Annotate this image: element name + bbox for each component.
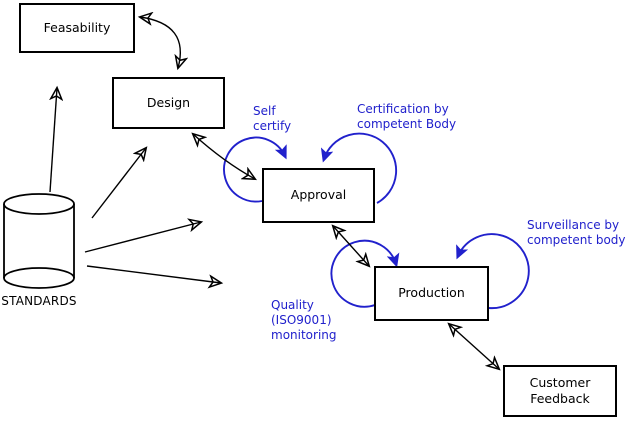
node-design: Design: [112, 77, 225, 129]
node-feasability: Feasability: [19, 3, 135, 53]
arrow-standards-to-approval: [84, 222, 201, 253]
node-customer-feedback: Customer Feedback: [503, 365, 617, 417]
arrow-standards-to-feasability: [50, 88, 57, 193]
standards-label: STANDARDS: [1, 294, 77, 308]
loop-surveillance-by-competent-body: [458, 233, 530, 309]
arrow-production-customer-feedback: [449, 324, 499, 369]
arrow-feasability-design: [140, 17, 180, 68]
annotation-self-certify: Self certify: [253, 104, 292, 133]
loop-certification-by-competent-body: [324, 132, 398, 204]
node-production: Production: [374, 266, 489, 321]
arrow-standards-to-production: [86, 265, 221, 283]
arrow-standards-to-design: [91, 148, 146, 219]
standards-cylinder: [3, 193, 75, 289]
annotation-surveillance-by-competent-body: Surveillance by competent body: [527, 218, 626, 247]
annotation-certification-by-competent-body: Certification by competent Body: [357, 102, 457, 131]
node-approval: Approval: [262, 168, 375, 223]
arrow-approval-production: [333, 226, 369, 266]
arrow-design-approval: [193, 134, 255, 179]
annotation-quality-iso9001-monitoring: Quality (ISO9001) monitoring: [271, 298, 337, 342]
